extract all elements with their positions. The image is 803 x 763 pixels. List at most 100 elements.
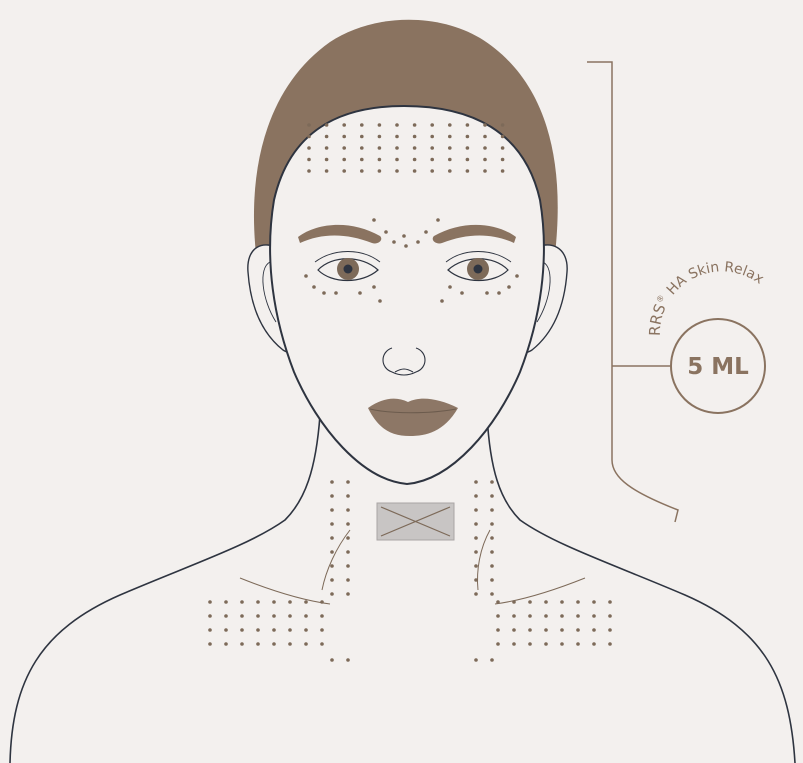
neck-point [474,522,478,526]
decollete-point [208,628,212,632]
eye-area-point [358,291,362,295]
eye-area-point [304,274,308,278]
decollete-point [576,600,580,604]
eye-area-point [460,291,464,295]
forehead-point [483,135,487,139]
neck-point [474,536,478,540]
neck-point [490,508,494,512]
shoulder-outline [10,415,320,763]
decollete-point [512,628,516,632]
decollete-point [224,628,228,632]
decollete-point [528,600,532,604]
forehead-point [466,146,470,150]
forehead-point [448,135,452,139]
decollete-point [256,614,260,618]
decollete-point [330,658,334,662]
decollete-point [528,642,532,646]
volume-label: 5 ML [687,354,749,380]
forehead-point [342,146,346,150]
decollete-point [490,658,494,662]
neck-point [330,564,334,568]
neck-point [490,536,494,540]
forehead-point [413,135,417,139]
neck-point [330,508,334,512]
product-name: HA Skin Relax [664,259,767,298]
neck-point [490,522,494,526]
neck-point [346,592,350,596]
collarbone-left [240,578,330,604]
eye-area-point [515,274,519,278]
forehead-point [307,146,311,150]
decollete-point [474,658,478,662]
forehead-point [501,158,505,162]
eye-area-point [507,285,511,289]
decollete-point [272,642,276,646]
decollete-point [320,628,324,632]
forehead-point [448,169,452,173]
shoulder-outline-right [487,415,795,763]
forehead-point [430,123,434,127]
decollete-point [528,614,532,618]
decollete-point [544,642,548,646]
decollete-point [592,614,596,618]
collarbone-left-curve [322,530,350,590]
decollete-point [224,600,228,604]
forehead-point [466,158,470,162]
eye-area-point [322,291,326,295]
decollete-point [256,600,260,604]
x-box-icon [377,503,454,540]
neck-point [474,550,478,554]
forehead-point [378,146,382,150]
neck-point [330,480,334,484]
forehead-point [413,169,417,173]
forehead-point [413,158,417,162]
decollete-point [224,642,228,646]
decollete-point [304,628,308,632]
forehead-point [307,123,311,127]
forehead-point [430,169,434,173]
decollete-point [320,600,324,604]
eye-area-point [497,291,501,295]
neck-point [346,578,350,582]
decollete-point [256,628,260,632]
neck-point [330,536,334,540]
eye-area-point [402,234,406,238]
decollete-point [288,642,292,646]
forehead-point [325,146,329,150]
decollete-point [512,600,516,604]
neck-point [346,564,350,568]
neck-point [474,494,478,498]
neck-point [474,480,478,484]
eye-area-point [372,218,376,222]
decollete-point [208,642,212,646]
neck-point [346,522,350,526]
neck-point [490,494,494,498]
forehead-point [501,146,505,150]
forehead-point [395,146,399,150]
forehead-point [378,169,382,173]
eye-area-point [424,230,428,234]
forehead-point [307,158,311,162]
forehead-point [430,158,434,162]
forehead-point [466,135,470,139]
brand-curved-text: RRS® HA Skin Relax [646,259,767,336]
forehead-point [378,123,382,127]
decollete-point [224,614,228,618]
forehead-point [325,123,329,127]
decollete-point [320,642,324,646]
forehead-point [342,123,346,127]
eye-area-point [436,218,440,222]
collarbone-right-curve [478,530,491,590]
forehead-point [378,158,382,162]
neck-point [330,592,334,596]
forehead-point [448,123,452,127]
forehead-point [360,169,364,173]
collarbone-right [495,578,585,604]
decollete-point [208,600,212,604]
forehead-point [307,135,311,139]
forehead-point [430,135,434,139]
neck-point [474,578,478,582]
forehead-point [430,146,434,150]
forehead-point [413,146,417,150]
